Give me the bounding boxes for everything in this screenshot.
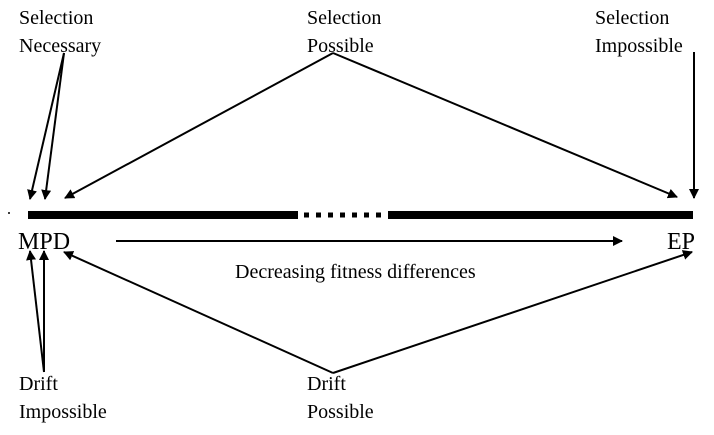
label-selection-impossible-line2: Impossible (595, 35, 683, 57)
arrow-selection-necessary-2 (41, 52, 65, 200)
label-selection-impossible-line1: Selection (595, 7, 670, 29)
label-drift-impossible: Drift Impossible (19, 370, 107, 426)
label-drift-possible-line1: Drift (307, 373, 346, 395)
label-selection-necessary-line2: Necessary (19, 35, 102, 57)
label-drift-impossible-line1: Drift (19, 373, 58, 395)
arrow-selection-necessary-1 (27, 52, 65, 200)
arrow-drift-impossible-1 (26, 250, 45, 373)
label-selection-possible: Selection Possible (307, 4, 381, 60)
arrow-drift-possible-left (63, 251, 334, 374)
arrow-selection-possible-left (64, 52, 334, 199)
label-ep: EP (667, 229, 696, 255)
label-selection-necessary-line1: Selection (19, 7, 94, 29)
label-mpd: MPD (18, 229, 71, 255)
label-drift-possible-line2: Possible (307, 401, 374, 423)
arrow-drift-possible-right (332, 250, 693, 374)
label-selection-possible-line2: Possible (307, 35, 374, 57)
label-decreasing-fitness: Decreasing fitness differences (235, 261, 476, 283)
arrow-selection-possible-right (332, 52, 678, 199)
stray-dot (8, 212, 10, 214)
label-selection-impossible: Selection Impossible (595, 4, 683, 60)
label-drift-impossible-line2: Impossible (19, 401, 107, 423)
label-selection-possible-line1: Selection (307, 7, 382, 29)
label-drift-possible: Drift Possible (307, 370, 374, 426)
label-selection-necessary: Selection Necessary (19, 4, 101, 60)
